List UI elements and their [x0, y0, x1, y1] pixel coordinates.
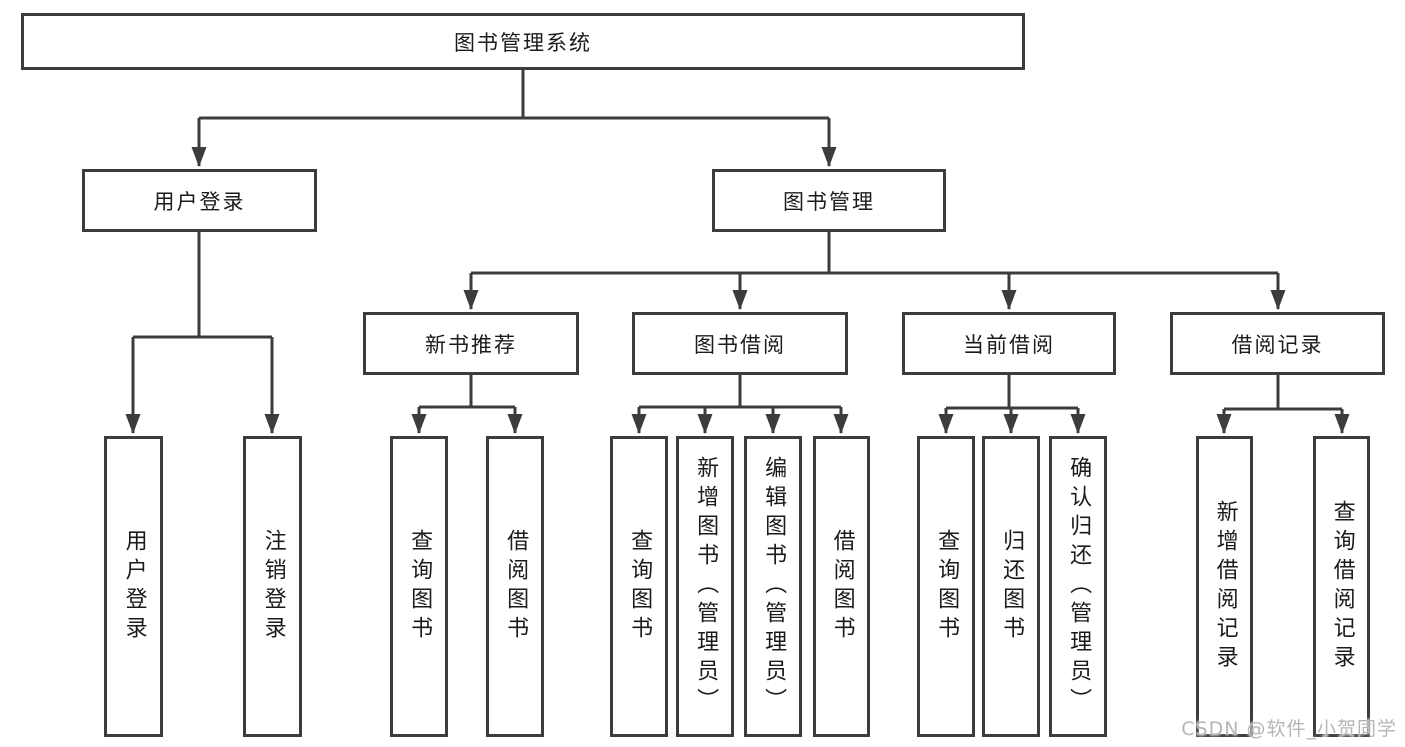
leaf-label: 查询借阅记录 — [1329, 499, 1355, 674]
leaf-label: 查询图书 — [407, 528, 433, 645]
node-current-borrow: 当前借阅 — [902, 312, 1116, 375]
node-leaf-records-add: 新增借阅记录 — [1196, 436, 1253, 737]
node-book-borrow: 图书借阅 — [632, 312, 848, 375]
node-leaf-records-query: 查询借阅记录 — [1313, 436, 1370, 737]
connector-current-borrow-trunk — [946, 375, 1078, 410]
leaf-label: 用户登录 — [121, 528, 147, 645]
node-leaf-new-books-query: 查询图书 — [390, 436, 448, 737]
leaf-label: 确认归还（管理员） — [1066, 456, 1092, 717]
connector-user-login-trunk — [133, 232, 272, 339]
node-book-mgmt: 图书管理 — [712, 169, 946, 232]
leaf-label: 注销登录 — [260, 528, 286, 645]
connector-new-books-trunk — [419, 375, 515, 409]
node-root: 图书管理系统 — [21, 13, 1025, 70]
leaf-label: 编辑图书（管理员） — [761, 456, 787, 717]
node-leaf-borrow-edit: 编辑图书（管理员） — [744, 436, 802, 737]
connector-borrow-records-trunk — [1224, 375, 1342, 411]
connector-root-trunk — [199, 70, 829, 120]
node-leaf-borrow-add: 新增图书（管理员） — [676, 436, 734, 737]
node-leaf-current-return: 归还图书 — [982, 436, 1040, 737]
node-user-login: 用户登录 — [82, 169, 317, 232]
csdn-watermark: CSDN @软件_小贺同学 — [1181, 718, 1397, 740]
node-leaf-current-confirm: 确认归还（管理员） — [1049, 436, 1107, 737]
node-leaf-current-query: 查询图书 — [917, 436, 975, 737]
leaf-label: 新增借阅记录 — [1212, 499, 1238, 674]
connector-book-mgmt-trunk — [471, 232, 1278, 275]
leaf-label: 借阅图书 — [829, 528, 855, 645]
node-leaf-user-login: 用户登录 — [104, 436, 163, 737]
node-leaf-borrow-book: 借阅图书 — [813, 436, 870, 737]
node-new-books: 新书推荐 — [363, 312, 579, 375]
leaf-label: 归还图书 — [999, 528, 1025, 645]
leaf-label: 查询图书 — [934, 528, 960, 645]
node-borrow-records: 借阅记录 — [1170, 312, 1385, 375]
leaf-label: 新增图书（管理员） — [693, 456, 719, 717]
node-leaf-borrow-query: 查询图书 — [610, 436, 668, 737]
leaf-label: 查询图书 — [627, 528, 653, 645]
node-leaf-new-books-borrow: 借阅图书 — [486, 436, 544, 737]
connector-book-borrow-trunk — [639, 375, 841, 409]
leaf-label: 借阅图书 — [503, 528, 529, 645]
node-leaf-logout: 注销登录 — [243, 436, 302, 737]
